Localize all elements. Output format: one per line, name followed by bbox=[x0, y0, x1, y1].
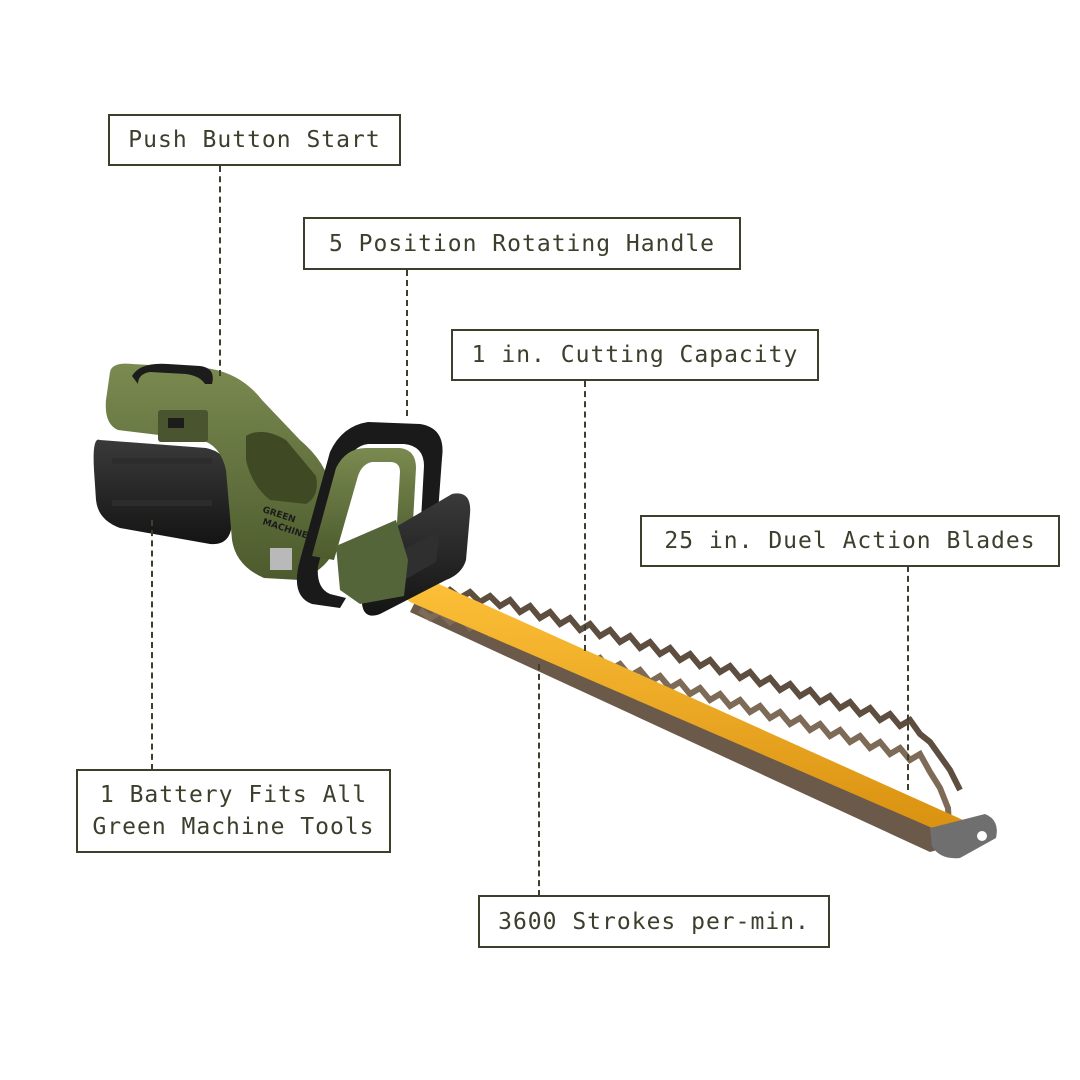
callout-cutting-capacity: 1 in. Cutting Capacity bbox=[451, 329, 819, 381]
callout-text: 3600 Strokes per-min. bbox=[498, 908, 810, 935]
callout-blades: 25 in. Duel Action Blades bbox=[640, 515, 1060, 567]
leader-battery bbox=[151, 520, 153, 770]
leader-push-button-start bbox=[219, 166, 221, 376]
leader-cutting-capacity bbox=[584, 381, 586, 651]
callout-push-button-start: Push Button Start bbox=[108, 114, 401, 166]
callout-text: 5 Position Rotating Handle bbox=[328, 230, 716, 257]
callout-text: 1 in. Cutting Capacity bbox=[471, 342, 799, 368]
leader-blades bbox=[907, 566, 909, 790]
gear-housing-bolt bbox=[270, 548, 292, 570]
leader-rotating-handle bbox=[406, 270, 408, 416]
callout-text: 25 in. Duel Action Blades bbox=[664, 528, 1036, 554]
motor-housing bbox=[105, 363, 336, 580]
callout-text-line2: Green Machine Tools bbox=[92, 814, 375, 840]
callout-battery: 1 Battery Fits All Green Machine Tools bbox=[76, 769, 391, 853]
callout-text: Push Button Start bbox=[128, 127, 381, 153]
callout-text-line1: 1 Battery Fits All bbox=[99, 782, 368, 808]
callout-rotating-handle: 5 Position Rotating Handle bbox=[303, 217, 741, 270]
blade-bar bbox=[396, 568, 972, 840]
battery-pack bbox=[93, 439, 232, 545]
leader-strokes bbox=[538, 664, 540, 896]
callout-strokes: 3600 Strokes per-min. bbox=[478, 895, 830, 948]
rotating-handle bbox=[296, 422, 443, 608]
blade-tip-hole bbox=[977, 831, 987, 841]
blade-tip bbox=[930, 814, 997, 859]
